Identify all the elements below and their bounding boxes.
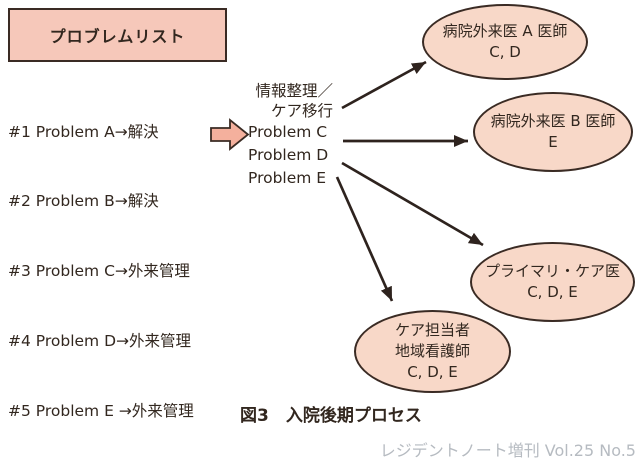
hospital-outpatient-b-ellipse: 病院外来医 B 医師 E	[473, 92, 633, 172]
figure-caption: 図3 入院後期プロセス	[240, 406, 422, 426]
destination-problems: E	[548, 133, 558, 151]
problem-list-item: #5 Problem E →外来管理	[8, 402, 194, 421]
arrow-to-care-manager-icon	[335, 176, 394, 302]
hospital-outpatient-a-ellipse: 病院外来医 A 医師 C, D	[422, 4, 588, 80]
problem-list-title: プロブレムリスト	[49, 27, 186, 46]
publication-credit: レジデントノート増刊 Vol.25 No.5	[379, 441, 636, 460]
problem-list-item: #4 Problem D→外来管理	[8, 332, 191, 351]
transition-problem-e: Problem E	[248, 169, 327, 187]
transition-label-line1: 情報整理／	[255, 82, 333, 100]
destination-problems: C, D, E	[407, 363, 458, 381]
problem-list-item: #1 Problem A→解決	[8, 122, 159, 141]
block-arrow-icon	[210, 118, 250, 151]
destination-problems: C, D	[489, 43, 521, 61]
destination-problems: C, D, E	[527, 283, 578, 301]
destination-name: プライマリ・ケア医	[484, 262, 620, 280]
care-manager-ellipse: ケア担当者 地域看護師 C, D, E	[354, 310, 511, 393]
problem-list-item: #2 Problem B→解決	[8, 192, 159, 211]
primary-care-ellipse: プライマリ・ケア医 C, D, E	[470, 242, 635, 322]
transition-label-line2: ケア移行	[270, 102, 333, 120]
problem-list-title-box: プロブレムリスト	[8, 8, 227, 62]
arrow-to-primary-care-icon	[341, 161, 484, 247]
problem-list: #1 Problem A→解決 #2 Problem B→解決 #3 Probl…	[8, 74, 194, 465]
transition-problem-c: Problem C	[248, 123, 328, 141]
destination-name2: 地域看護師	[394, 342, 470, 360]
destination-name: ケア担当者	[394, 321, 470, 339]
arrow-to-hospital-a-icon	[341, 60, 427, 110]
transition-problem-d: Problem D	[248, 146, 329, 164]
problem-list-item: #3 Problem C→外来管理	[8, 262, 190, 281]
destination-name: 病院外来医 A 医師	[442, 22, 568, 40]
destination-name: 病院外来医 B 医師	[490, 112, 616, 130]
